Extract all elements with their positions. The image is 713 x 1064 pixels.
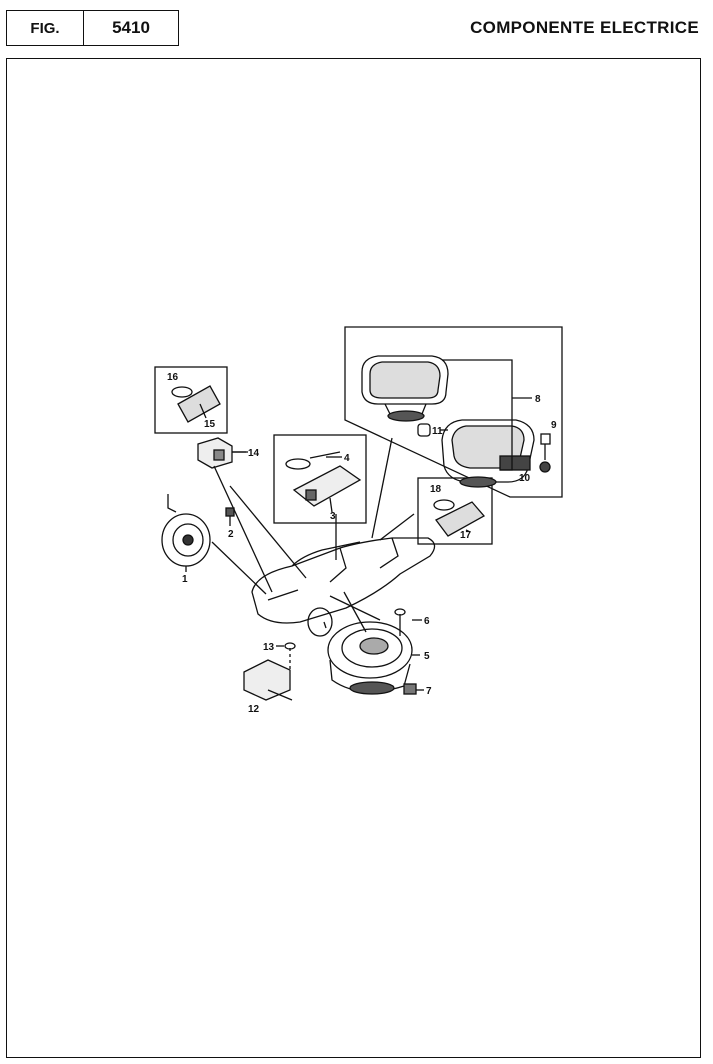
part-11-shape bbox=[417, 423, 431, 437]
lamp-inset-box-17 bbox=[417, 477, 493, 545]
car-outline-shape bbox=[251, 537, 436, 637]
callout-14: 14 bbox=[248, 448, 260, 459]
callout-9: 9 bbox=[551, 420, 557, 431]
callout-15: 15 bbox=[204, 419, 216, 430]
callout-7: 7 bbox=[426, 686, 432, 697]
callout-5: 5 bbox=[424, 651, 430, 662]
fig-number: 5410 bbox=[84, 10, 179, 46]
callout-17: 17 bbox=[460, 530, 472, 541]
callout-8: 8 bbox=[535, 394, 541, 405]
callout-10: 10 bbox=[519, 473, 531, 484]
diagram-frame bbox=[6, 58, 701, 1058]
part-9-shape bbox=[540, 433, 551, 445]
speaker-8-bottom-shape bbox=[441, 419, 535, 488]
clip-7-shape bbox=[403, 683, 417, 695]
speaker-inset-box bbox=[344, 326, 563, 498]
bolt-2-shape bbox=[225, 507, 235, 517]
callout-16: 16 bbox=[167, 372, 179, 383]
door-switch-14-shape bbox=[197, 437, 248, 469]
horn-1-shape bbox=[161, 494, 211, 572]
callout-12: 12 bbox=[248, 704, 260, 715]
dome-light-3-shape bbox=[292, 465, 362, 507]
relay-12-shape bbox=[243, 659, 293, 701]
callout-2: 2 bbox=[228, 529, 234, 540]
fig-label: FIG. bbox=[6, 10, 84, 46]
page-title: COMPONENTE ELECTRICE bbox=[470, 18, 699, 37]
speaker-5-shape bbox=[327, 621, 413, 695]
callout-3: 3 bbox=[330, 511, 336, 522]
callout-4: 4 bbox=[344, 453, 350, 464]
part-10-shape bbox=[539, 461, 551, 473]
lens-15-shape bbox=[177, 385, 221, 423]
lamp-inset-box-3 bbox=[273, 434, 367, 524]
lamp-inset-box-15 bbox=[154, 366, 228, 434]
callout-1: 1 bbox=[182, 574, 188, 585]
callout-18: 18 bbox=[430, 484, 442, 495]
callout-13: 13 bbox=[263, 642, 275, 653]
speaker-8-top-shape bbox=[361, 355, 449, 422]
callout-6: 6 bbox=[424, 616, 430, 627]
callout-11: 11 bbox=[432, 426, 443, 437]
lens-17-shape bbox=[435, 501, 486, 537]
